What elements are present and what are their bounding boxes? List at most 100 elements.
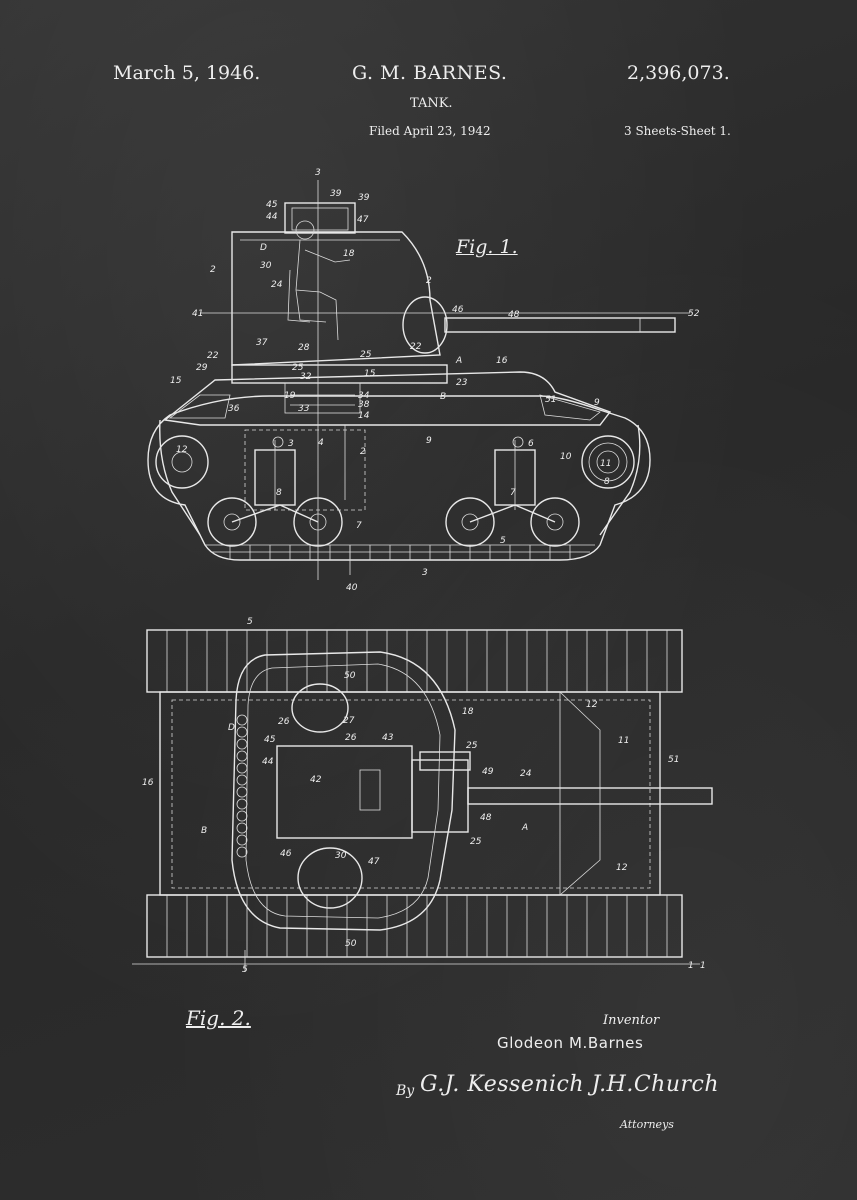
- patent-date: March 5, 1946.: [113, 62, 261, 84]
- reference-numeral: 43: [382, 733, 394, 743]
- fig1-label: Fig. 1.: [456, 236, 518, 258]
- reference-numeral: 27: [343, 716, 355, 726]
- reference-numeral: 5: [242, 965, 248, 975]
- reference-numeral: 39: [330, 189, 342, 199]
- fig1-side-view: 3 40 41 52 39 39 45 44 47 D 30 18 2 24 2…: [147, 168, 700, 593]
- reference-numeral: B: [201, 826, 207, 836]
- fig2-plan-view: 5 50 18 D 26 27 26 43 25 12 11 51 45 44 …: [132, 617, 713, 975]
- reference-numeral: 16: [142, 778, 154, 788]
- reference-numeral: 42: [310, 775, 322, 785]
- inventor-header: G. M. BARNES.: [352, 62, 508, 84]
- reference-numeral: 12: [586, 700, 598, 710]
- reference-numeral: 39: [358, 193, 370, 203]
- reference-numeral: 8: [604, 477, 610, 487]
- reference-numeral: 12: [176, 445, 188, 455]
- reference-numeral: 46: [452, 305, 464, 315]
- reference-numeral: 7: [510, 488, 516, 498]
- reference-numeral: 2: [360, 447, 366, 457]
- reference-numeral: 44: [266, 212, 278, 222]
- reference-numeral: 46: [280, 849, 292, 859]
- inventor-label: Inventor: [603, 1013, 660, 1028]
- reference-numeral: 2: [426, 276, 432, 286]
- reference-numeral: 41: [192, 309, 203, 319]
- reference-numeral: 8: [276, 488, 282, 498]
- reference-numeral: 15: [170, 376, 182, 386]
- reference-numeral: 25: [466, 741, 478, 751]
- reference-numeral: 4: [318, 438, 324, 448]
- by-label: By: [396, 1083, 415, 1099]
- reference-numeral: 36: [228, 404, 240, 414]
- reference-numeral: 9: [426, 436, 432, 446]
- reference-numeral: 9: [594, 398, 600, 408]
- reference-numeral: 22: [410, 342, 422, 352]
- inventor-signature: Glodeon M.Barnes: [497, 1034, 644, 1052]
- reference-numeral: 15: [364, 369, 376, 379]
- reference-numeral: 50: [344, 671, 356, 681]
- reference-numeral: 10: [560, 452, 572, 462]
- patent-title: TANK.: [410, 96, 453, 111]
- reference-numeral: 26: [278, 717, 290, 727]
- reference-numeral: 14: [358, 411, 370, 421]
- reference-numeral: 51: [668, 755, 679, 765]
- reference-numeral: 52: [688, 309, 700, 319]
- reference-numeral: 24: [271, 280, 283, 290]
- reference-numeral: 3: [422, 568, 428, 578]
- reference-numeral: 30: [335, 851, 347, 861]
- reference-numeral: 48: [508, 310, 520, 320]
- reference-numeral: 12: [616, 863, 628, 873]
- reference-numeral: 3: [315, 168, 321, 178]
- reference-numeral: 51: [545, 395, 556, 405]
- fig2-label: Fig. 2.: [186, 1006, 251, 1030]
- reference-numeral: 33: [298, 404, 310, 414]
- reference-numeral: 29: [196, 363, 208, 373]
- reference-numeral: D: [260, 243, 267, 253]
- reference-numeral: 7: [356, 521, 362, 531]
- reference-numeral: 11: [600, 459, 611, 469]
- reference-numeral: 37: [256, 338, 268, 348]
- reference-numeral: 11: [618, 736, 629, 746]
- reference-numeral: D: [228, 723, 235, 733]
- reference-numeral: 44: [262, 757, 274, 767]
- reference-numeral: 25: [360, 350, 372, 360]
- reference-numeral: 47: [357, 215, 369, 225]
- reference-numeral: 38: [358, 400, 370, 410]
- reference-numeral: 34: [358, 391, 370, 401]
- sheet-count: 3 Sheets-Sheet 1.: [624, 124, 731, 138]
- reference-numeral: 40: [346, 583, 358, 593]
- reference-numeral: 1: [700, 961, 706, 971]
- reference-numeral: 5: [247, 617, 253, 627]
- reference-numeral: 45: [266, 200, 278, 210]
- reference-numeral: 18: [343, 249, 355, 259]
- reference-numeral: 24: [520, 769, 532, 779]
- reference-numeral: 32: [300, 372, 312, 382]
- reference-numeral: 2: [210, 265, 216, 275]
- reference-numeral: A: [521, 823, 528, 833]
- reference-numeral: 26: [345, 733, 357, 743]
- reference-numeral: 49: [482, 767, 494, 777]
- reference-numeral: 6: [528, 439, 534, 449]
- filed-date: Filed April 23, 1942: [369, 124, 491, 138]
- attorneys-label: Attorneys: [620, 1118, 674, 1131]
- reference-numeral: 18: [462, 707, 474, 717]
- reference-numeral: 50: [345, 939, 357, 949]
- reference-numeral: 3: [288, 439, 294, 449]
- reference-numeral: 25: [470, 837, 482, 847]
- reference-numeral: 23: [456, 378, 468, 388]
- patent-number: 2,396,073.: [627, 62, 730, 84]
- reference-numeral: A: [455, 356, 462, 366]
- reference-numeral: 16: [496, 356, 508, 366]
- attorneys-signature: G.J. Kessenich J.H.Church: [420, 1072, 719, 1097]
- reference-numeral: 30: [260, 261, 272, 271]
- reference-numeral: 45: [264, 735, 276, 745]
- reference-numeral: 5: [500, 536, 506, 546]
- reference-numeral: 22: [207, 351, 219, 361]
- reference-numeral: 48: [480, 813, 492, 823]
- reference-numeral: 47: [368, 857, 380, 867]
- reference-numeral: 28: [298, 343, 310, 353]
- reference-numeral: B: [440, 392, 446, 402]
- reference-numeral: 25: [292, 363, 304, 373]
- reference-numeral: 19: [284, 391, 296, 401]
- reference-numeral: 1: [688, 961, 694, 971]
